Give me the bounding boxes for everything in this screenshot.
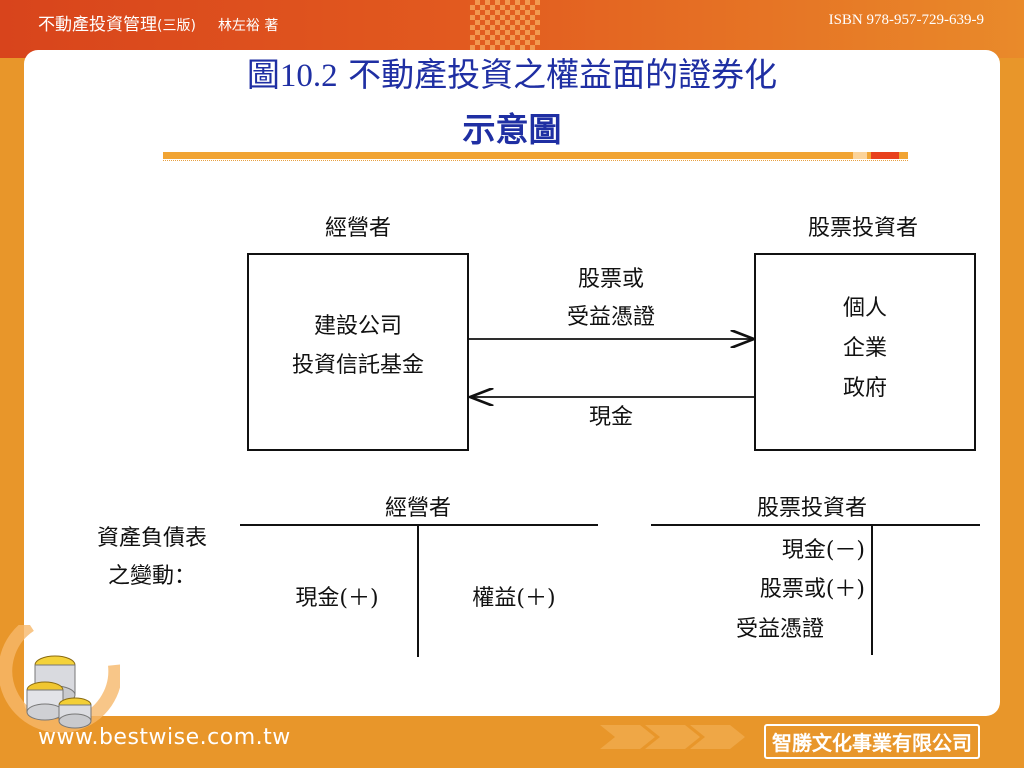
balance-sheet-label-1: 資產負債表: [97, 526, 207, 551]
title-prefix: 圖: [246, 55, 280, 94]
t-account-investor-line-3: 受益憑證: [736, 617, 824, 642]
slide-title-line2: 示意圖: [462, 110, 562, 149]
publisher-name: 智勝文化事業有限公司: [764, 724, 980, 759]
investor-box-line-3: 政府: [843, 376, 887, 401]
title-underline: [163, 152, 908, 159]
t-account-operator-title: 經營者: [385, 496, 451, 521]
decorative-arrows: [600, 725, 745, 749]
coins-icon: [0, 625, 120, 733]
title-text: 不動產投資之權益面的證券化: [348, 55, 778, 94]
isbn: ISBN 978-957-729-639-9: [828, 12, 984, 28]
website-link[interactable]: www.bestwise.com.tw: [38, 725, 291, 750]
underline-accent-light: [853, 152, 867, 159]
t-account-investor-title: 股票投資者: [757, 496, 867, 521]
balance-sheet-label-2: 之變動：: [108, 564, 196, 589]
operator-heading: 經營者: [325, 216, 391, 241]
book-edition: (三版): [157, 18, 196, 34]
investor-box-line-1: 個人: [843, 296, 887, 321]
t-account-operator-credit: 權益(＋): [472, 586, 555, 611]
investor-heading: 股票投資者: [808, 216, 918, 241]
t-account-operator-debit: 現金(＋): [295, 586, 378, 611]
underline-accent-red: [871, 152, 899, 159]
book-author: 林左裕 著: [217, 18, 279, 34]
operator-box-line-2: 投資信託基金: [292, 353, 424, 378]
operator-box: [247, 253, 469, 451]
securities-label-1: 股票或: [578, 267, 644, 292]
title-dotted-rule: [163, 160, 908, 162]
t-account-investor-line-1: 現金(－): [782, 538, 865, 563]
cash-label: 現金: [589, 405, 633, 430]
operator-box-line-1: 建設公司: [314, 314, 402, 339]
book-title: 不動產投資管理: [38, 15, 157, 35]
header-decoration: [470, 0, 540, 50]
t-account-investor-line-2: 股票或(＋): [760, 577, 865, 602]
securities-label-2: 受益憑證: [567, 305, 655, 330]
header-bar: 不動產投資管理(三版) 林左裕 著 ISBN 978-957-729-639-9: [0, 0, 1024, 58]
slide-title-line1: 圖10.2 不動產投資之權益面的證券化: [0, 55, 1024, 97]
slide-panel: [24, 50, 1000, 716]
book-info: 不動產投資管理(三版) 林左裕 著: [38, 10, 278, 35]
investor-box-line-2: 企業: [843, 336, 887, 361]
title-number: 10.2: [279, 58, 338, 94]
investor-box: [754, 253, 976, 451]
